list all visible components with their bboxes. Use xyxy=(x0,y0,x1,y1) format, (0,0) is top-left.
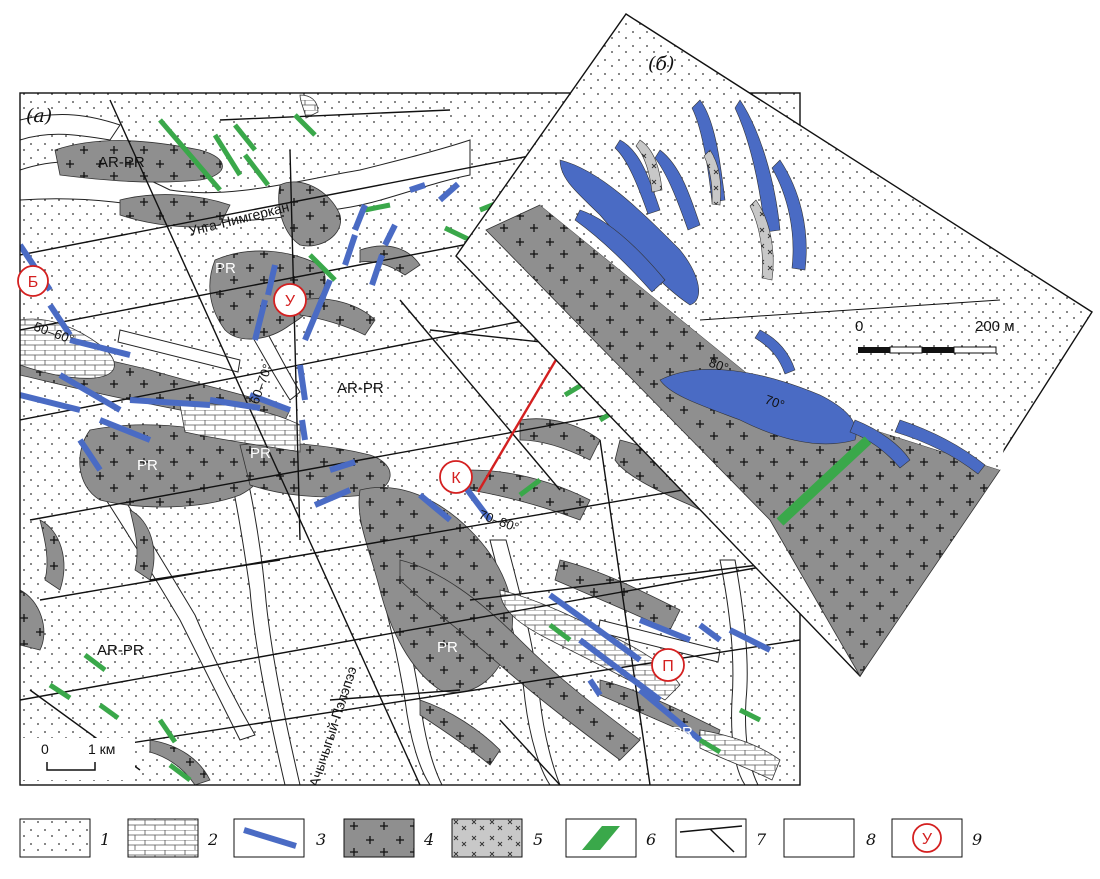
svg-text:7: 7 xyxy=(756,830,767,849)
locality-P: П xyxy=(651,648,685,682)
green-dikes xyxy=(48,113,762,782)
locality-K: К xyxy=(439,460,473,494)
panel-a-label: (а) xyxy=(26,105,52,127)
legend-item-8: 8 xyxy=(783,818,876,858)
unit-label-ar-pr-north: AR-PR xyxy=(98,154,145,171)
svg-text:6: 6 xyxy=(646,830,656,849)
legend-item-3: 3 xyxy=(233,818,326,858)
blue-dikes xyxy=(20,181,772,743)
svg-text:1: 1 xyxy=(100,830,110,849)
unit-label-pr-1: PR xyxy=(215,260,236,277)
dip-label-70: 70° xyxy=(763,392,787,413)
svg-text:3: 3 xyxy=(316,830,326,849)
legend-item-1: 1 xyxy=(19,818,110,858)
inset-fault xyxy=(699,299,1001,321)
scale-b-value: 200 м xyxy=(975,318,1015,335)
svg-text:5: 5 xyxy=(533,830,543,849)
inset-xenolith-bodies xyxy=(635,139,774,281)
legend-item-7: 7 xyxy=(675,818,767,858)
locality-U: У xyxy=(273,283,307,317)
svg-text:К: К xyxy=(451,470,461,487)
scale-bar-map-a: 0 1 км xyxy=(20,738,135,780)
legend-item-5: 5 xyxy=(451,818,543,858)
svg-text:8: 8 xyxy=(866,830,876,849)
locality-B: Б xyxy=(17,265,49,297)
scale-b-zero: 0 xyxy=(855,318,863,335)
unit-label-pr-5: PR xyxy=(672,724,693,741)
legend-item-4: 4 xyxy=(343,818,434,858)
panel-b-label: (б) xyxy=(648,53,674,75)
scale-a-value: 1 км xyxy=(88,741,115,757)
unit-label-ar-pr-south: AR-PR xyxy=(97,642,144,659)
legend-item-6: 6 xyxy=(565,818,656,858)
svg-text:У: У xyxy=(922,831,933,848)
scale-bar-inset-b: 0 200 м xyxy=(855,318,1015,354)
inset-panel-b: (б) 80° 70° 0 200 м xyxy=(455,13,1093,678)
inset-blue-bodies xyxy=(559,99,986,475)
scale-a-zero: 0 xyxy=(41,741,49,757)
locality-markers: Б У К П xyxy=(17,265,685,682)
svg-text:П: П xyxy=(662,658,674,675)
svg-text:2: 2 xyxy=(207,830,218,849)
legend: 1 2 3 4 5 6 7 8 xyxy=(19,818,982,858)
unit-label-pr-3: PR xyxy=(250,445,271,462)
unit-label-ar-pr-center: AR-PR xyxy=(337,380,384,397)
unit-label-pr-2: PR xyxy=(137,457,158,474)
svg-text:4: 4 xyxy=(423,830,434,849)
svg-text:Б: Б xyxy=(28,274,39,291)
unit-label-pr-4: PR xyxy=(437,639,458,656)
svg-text:У: У xyxy=(285,293,296,310)
inset-green-dike xyxy=(776,436,872,526)
legend-item-2: 2 xyxy=(127,818,218,858)
dip-label-80: 80° xyxy=(707,355,731,376)
legend-item-9: У 9 xyxy=(891,818,982,858)
svg-text:9: 9 xyxy=(972,830,982,849)
